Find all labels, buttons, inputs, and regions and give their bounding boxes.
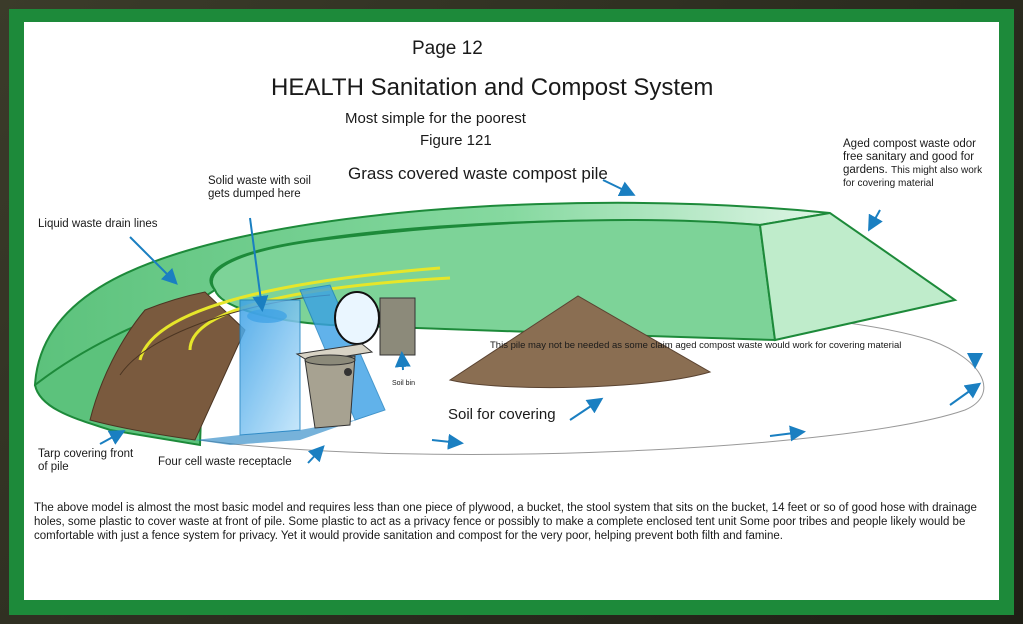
grass-pile-end bbox=[758, 211, 958, 342]
label-pile-note: This pile may not be needed as some clai… bbox=[490, 340, 901, 351]
label-liquid-drain: Liquid waste drain lines bbox=[38, 218, 158, 230]
toilet-lid bbox=[334, 291, 380, 345]
arrow-soil bbox=[569, 397, 604, 421]
arrow-tarp bbox=[99, 430, 126, 445]
label-aged-small: This might also work for covering materi… bbox=[843, 165, 983, 189]
arrow-grass bbox=[602, 179, 636, 196]
dump-hole bbox=[247, 309, 287, 323]
label-soil-bin: Soil bin bbox=[392, 380, 415, 387]
label-solid-waste: Solid waste with soil gets dumped here bbox=[208, 175, 311, 200]
arrow-ring-3 bbox=[949, 382, 982, 406]
soil-bin-box bbox=[379, 297, 416, 356]
optional-soil-pile bbox=[448, 295, 712, 389]
arrow-solid bbox=[249, 217, 269, 312]
tarp-soil-face bbox=[89, 291, 246, 441]
label-four-cell: Four cell waste receptacle bbox=[158, 456, 292, 468]
description-paragraph: The above model is almost the most basic… bbox=[34, 502, 977, 542]
label-tarp: Tarp covering front of pile bbox=[38, 448, 134, 473]
drain-line-1 bbox=[138, 266, 441, 361]
arrow-aged bbox=[868, 209, 883, 232]
label-aged-compost: Aged compost waste odor free sanitary an… bbox=[843, 138, 993, 190]
arrow-ring-2 bbox=[769, 425, 806, 442]
page-number: Page 12 bbox=[412, 38, 483, 59]
figure-label: Figure 121 bbox=[420, 132, 492, 149]
receptacle-base bbox=[195, 410, 385, 445]
bucket-hole bbox=[344, 368, 352, 376]
arrow-soilbin bbox=[394, 351, 411, 371]
label-soil-covering: Soil for covering bbox=[448, 406, 556, 423]
bucket bbox=[304, 355, 356, 429]
bucket-rim bbox=[304, 354, 356, 366]
drain-line-3 bbox=[119, 294, 331, 376]
arrow-liquid bbox=[129, 236, 178, 285]
subtitle: Most simple for the poorest bbox=[345, 110, 526, 127]
arrow-ring-1 bbox=[431, 433, 464, 450]
page-title: HEALTH Sanitation and Compost System bbox=[271, 74, 714, 101]
label-aged-main: Aged compost waste odor free sanitary an… bbox=[843, 138, 976, 176]
arrow-four bbox=[307, 445, 325, 464]
label-grass-pile: Grass covered waste compost pile bbox=[348, 164, 608, 183]
